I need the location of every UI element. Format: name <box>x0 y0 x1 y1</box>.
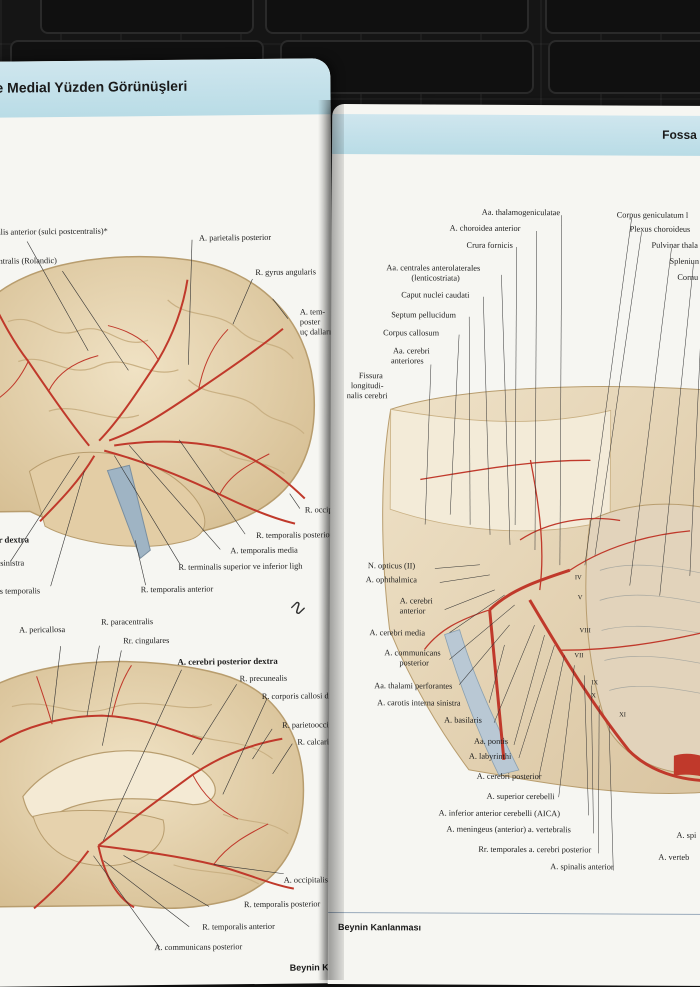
nerve-number: V <box>577 594 583 602</box>
label-a-cerebri-posterior: A. cerebri posterior <box>476 771 542 782</box>
label-lenticostriata: (lenticostriata) <box>411 273 460 283</box>
label-a-basilaris: A. basilaris <box>444 715 482 725</box>
label-a-carotis-interna-sinistra: A. carotis interna sinistra <box>377 698 461 708</box>
right-page: Fossa C <box>327 103 700 987</box>
label-nalis-cerebri: nalis cerebri <box>346 391 388 401</box>
medial-brain-illustration <box>0 643 305 948</box>
label-or-dextra: or dextra <box>0 534 30 545</box>
label-caput-nuclei-caudati: Caput nuclei caudati <box>401 290 470 300</box>
label-r-terminalis: R. terminalis superior ve inferior ligh <box>178 561 303 572</box>
label-a-pericallosa: A. pericallosa <box>19 625 66 635</box>
label-a-labyrinthi: A. labyrinthi <box>468 751 512 761</box>
label-r-calcarinus: R. calcari <box>297 737 330 747</box>
label-a-cerebri-media: A. cerebri media <box>369 628 426 638</box>
label-a-communicans-posterior: A. communicans posterior <box>154 942 243 953</box>
left-page: e Medial Yüzden Görünüşleri <box>0 58 340 987</box>
nerve-number: IX <box>591 679 599 687</box>
label-r-parietooccipitalis: R. parietooccipi <box>282 720 336 730</box>
label-r-occipitalis-fragment: R. occip <box>304 505 333 515</box>
label-aa-cerebri: Aa. cerebri <box>392 346 430 356</box>
label-sulcus-postcentralis: etalis anterior (sulci postcentralis)* <box>0 226 108 237</box>
label-fissura: Fissura <box>358 371 383 381</box>
right-page-footer: Beynin Kanlanması <box>337 922 422 933</box>
label-plexus-choroideus: Plexus choroideus <box>629 224 691 234</box>
label-r-corporis-callosi: R. corporis callosi d <box>261 691 329 701</box>
label-a-cerebri: A. cerebri <box>399 596 433 606</box>
handwritten-mark: ☡ <box>287 596 310 620</box>
label-r-temporalis-posterior: R. temporalis posterior <box>256 530 333 541</box>
label-r-gyrus-angularis: R. gyrus angularis <box>255 267 317 278</box>
label-anterior: anterior <box>399 606 426 616</box>
label-a-vertebralis-fragment: A. verteb <box>658 852 690 862</box>
label-longitudi: longitudi- <box>350 381 384 391</box>
label-a-superior-cerebelli: A. superior cerebelli <box>486 791 555 802</box>
label-aa-centrales-anterolaterales: Aa. centrales anterolaterales <box>386 263 481 273</box>
label-a-meningeus-vertebralis: A. meningeus (anterior) a. vertebralis <box>446 824 571 835</box>
label-aa-pontis: Aa. pontis <box>473 736 509 746</box>
label-a-choroidea-anterior: A. choroidea anterior <box>449 223 521 233</box>
label-r-paracentralis: R. paracentralis <box>100 617 154 627</box>
nerve-number: VII <box>574 652 584 660</box>
label-aa-thalamogeniculatae: Aa. thalamogeniculatae <box>481 207 561 218</box>
label-rr-temporales: Rr. temporales a. cerebri posterior <box>478 844 592 855</box>
label-a-spinalis-anterior: A. spinalis anterior <box>550 862 614 872</box>
label-a-sinistra: a sinistra <box>0 558 25 568</box>
title-band <box>332 113 700 157</box>
mat-slot <box>548 40 700 94</box>
label-pulvinar-thalami: Pulvinar thala <box>651 240 698 250</box>
label-corpus-geniculatum: Corpus geniculatum l <box>616 210 689 220</box>
label-r-temporalis-anterior-top: R. temporalis anterior <box>140 584 214 595</box>
label-a-parietalis-posterior: A. parietalis posterior <box>198 232 272 243</box>
mat-slot <box>545 0 700 34</box>
label-a-cerebri-posterior-dextra: A. cerebri posterior dextra <box>177 655 278 667</box>
label-a-communicans: A. communicans <box>384 648 441 658</box>
label-septum-pellucidum: Septum pellucidum <box>391 310 456 320</box>
page-title: Fossa C <box>662 127 700 142</box>
footer-rule <box>328 911 700 916</box>
mat-slot <box>40 0 254 34</box>
nerve-number: XI <box>619 711 626 719</box>
nerve-number: IV <box>574 574 582 582</box>
label-rr-cingulares: Rr. cingulares <box>123 635 170 646</box>
label-r-temporalis-posterior-b: R. temporalis posterior <box>243 899 321 910</box>
label-ris-temporalis: ris temporalis <box>0 586 41 596</box>
label-aica: A. inferior anterior cerebelli (AICA) <box>438 808 561 819</box>
label-aa-thalami-perforantes: Aa. thalami perforantes <box>374 681 453 691</box>
label-a-spinalis-fragment: A. spi <box>676 830 697 840</box>
label-posterior: posterior <box>399 658 429 668</box>
label-splenium: Spleniun <box>669 256 700 266</box>
lateral-brain-illustration <box>0 239 316 587</box>
label-uc-dallari: uç dalları <box>299 327 332 337</box>
label-crura-fornicis: Crura fornicis <box>466 240 513 250</box>
label-r-precunealis: R. precunealis <box>239 673 288 684</box>
nerve-number: X <box>591 692 596 700</box>
label-a-ophthalmica: A. ophthalmica <box>365 575 417 585</box>
label-centralis-rolandic: centralis (Rolandic) <box>0 256 57 266</box>
label-a-temporalis-media: A. temporalis media <box>230 545 298 556</box>
label-anteriores: anteriores <box>390 356 424 366</box>
label-posterior-fragment: poster <box>299 317 321 327</box>
label-cornu: Cornu <box>677 272 699 282</box>
mat-slot <box>265 0 529 34</box>
label-n-opticus: N. opticus (II) <box>367 561 416 571</box>
label-corpus-callosum: Corpus callosum <box>383 328 440 338</box>
nerve-number: VIII <box>579 627 591 635</box>
label-a-temporalis-fragment: A. tem- <box>299 307 326 317</box>
label-r-temporalis-anterior-b: R. temporalis anterior <box>202 921 275 932</box>
page-title: e Medial Yüzden Görünüşleri <box>0 77 188 96</box>
